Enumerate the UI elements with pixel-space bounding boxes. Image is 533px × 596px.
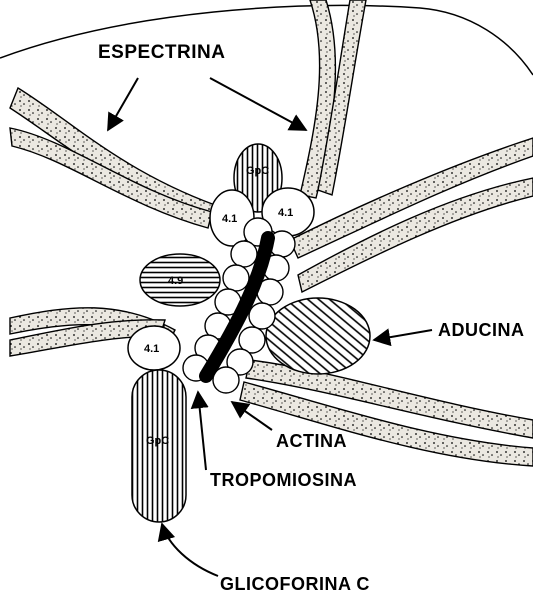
label-actina: ACTINA [276,431,347,451]
arrow-espectrina-right [210,78,306,130]
band49-label: 4.9 [168,275,183,287]
spectrin-strand-upper-right [300,0,366,198]
arrow-espectrina-left [108,78,138,130]
gpc-bottom-label: GpC [146,435,169,447]
membrane-outline [0,6,533,75]
adducin [266,298,370,374]
arrow-aducina [374,330,432,340]
label-tropomiosina: TROPOMIOSINA [210,470,357,490]
gpc-top-label: GpC [246,165,269,177]
label-glicoforina-c: GLICOFORINA C [220,574,370,594]
arrow-tropomiosina [198,392,206,470]
label-espectrina: ESPECTRINA [98,42,225,63]
spectrin-strand-upper-left [10,88,215,228]
arrow-glicoforina-c [162,524,218,576]
band41-right-label: 4.1 [278,207,293,219]
band41-left-label: 4.1 [222,213,237,225]
band41-bottom-label: 4.1 [144,343,159,355]
label-aducina: ADUCINA [438,320,525,340]
